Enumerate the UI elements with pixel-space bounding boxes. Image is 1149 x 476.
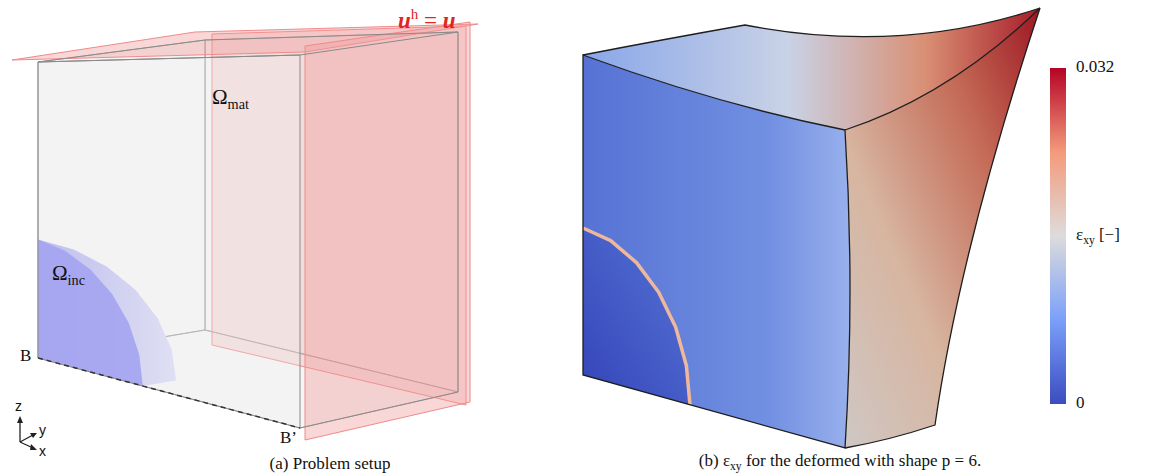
figure-part <box>583 228 690 405</box>
domain-label-text: Ω <box>52 261 68 285</box>
colorbar-tick-text: 0 <box>1076 393 1085 412</box>
figure-part <box>19 420 20 442</box>
figure-part <box>300 32 458 428</box>
subfigure-caption: (a) Problem setup <box>270 455 391 474</box>
axis-label: x <box>39 444 46 459</box>
figure-part <box>305 22 470 440</box>
figure-part <box>583 228 690 405</box>
figure-part <box>30 433 37 438</box>
figure-part <box>583 8 1040 55</box>
domain-label: Ωmat <box>212 86 249 113</box>
colorbar-tick: 0 <box>1076 394 1085 413</box>
boundary-condition-text: u <box>398 8 411 33</box>
colorbar-title: εxy [−] <box>1076 226 1120 248</box>
subfigure-caption: (b) εxy for the deformed with shape p = 6… <box>699 452 981 474</box>
point-label: B’ <box>280 429 297 448</box>
figure-part <box>17 416 37 450</box>
figure-part <box>30 444 37 450</box>
figure-part <box>38 32 458 62</box>
subfigure-caption-text: for the deformed with shape p = 6. <box>746 451 981 470</box>
figure-part <box>38 358 300 428</box>
point-label: B <box>20 347 31 366</box>
axis-label: y <box>39 423 46 438</box>
axis-label: z <box>15 399 22 414</box>
point-label-text: B <box>20 346 31 365</box>
figure-part <box>17 416 23 423</box>
domain-label-text: inc <box>68 272 85 288</box>
colorbar-tick: 0.032 <box>1076 58 1114 77</box>
colorbar-title-text: xy <box>1083 234 1095 247</box>
domain-label: Ωinc <box>52 262 85 289</box>
boundary-condition-text: u <box>443 8 456 33</box>
figure-part <box>1050 68 1066 404</box>
figure-part <box>583 55 850 448</box>
point-label-text: B’ <box>280 428 297 447</box>
subfigure-caption-text: (b) ε <box>699 451 730 470</box>
boundary-condition: uh=u <box>398 6 456 33</box>
boundary-condition-text: = <box>424 8 437 33</box>
axis-label-text: y <box>39 422 46 438</box>
colorbar-title-text: ε <box>1076 225 1083 244</box>
domain-label-text: mat <box>228 96 249 112</box>
domain-label-text: Ω <box>212 85 228 109</box>
subfigure-caption-text: (a) Problem setup <box>270 454 391 473</box>
axis-label-text: x <box>39 443 46 459</box>
subfigure-caption-text: xy <box>730 460 742 473</box>
figure-part <box>20 435 33 442</box>
figure-part <box>845 8 1040 448</box>
colorbar-tick-text: 0.032 <box>1076 57 1114 76</box>
axis-label-text: z <box>15 398 22 414</box>
figure-part <box>38 55 300 428</box>
colorbar-title-text: [−] <box>1099 225 1120 244</box>
boundary-condition-text: h <box>411 6 418 22</box>
figure-part <box>583 8 1040 130</box>
figure-part <box>583 8 1040 448</box>
